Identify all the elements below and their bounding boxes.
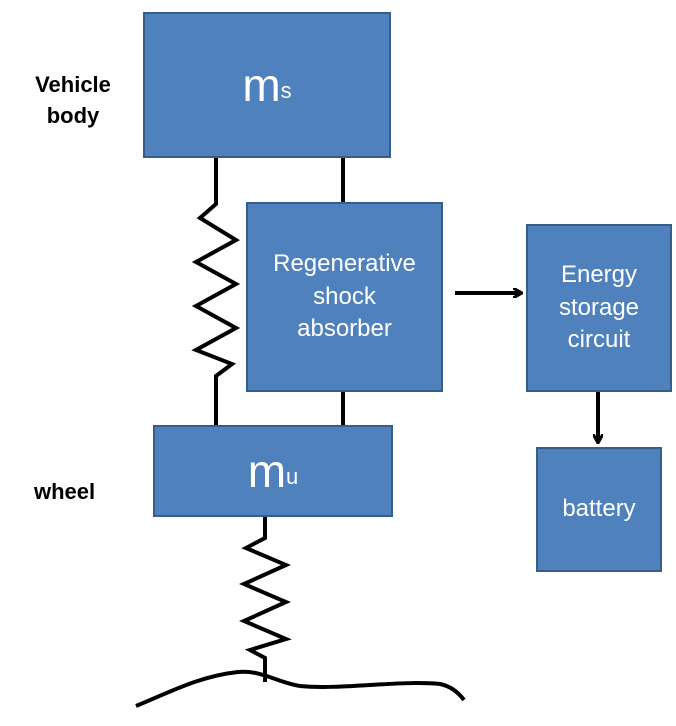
vehicle-body-label-line1: Vehicle bbox=[35, 72, 111, 97]
suspension-spring bbox=[191, 157, 241, 426]
energy-storage-label: Energy storage circuit bbox=[558, 261, 640, 354]
energy-storage-circuit-block: Energy storage circuit bbox=[526, 224, 672, 392]
vehicle-body-label-line2: body bbox=[46, 102, 100, 128]
ground-line bbox=[135, 669, 466, 708]
wheel-label: wheel bbox=[34, 479, 96, 504]
regenerative-shock-absorber-block: Regenerative shock absorber bbox=[246, 202, 443, 392]
sprung-mass-symbol: m bbox=[242, 59, 281, 111]
tire-spring bbox=[239, 516, 292, 682]
battery-block: battery bbox=[536, 447, 662, 572]
unsprung-mass-subscript: u bbox=[286, 464, 299, 489]
vehicle-body-label: Vehicle body bbox=[20, 70, 126, 132]
unsprung-mass-symbol: m bbox=[247, 445, 287, 497]
sprung-mass-subscript: s bbox=[280, 78, 292, 103]
battery-label: battery bbox=[562, 495, 636, 523]
shock-absorber-label: Regenerative shock absorber bbox=[273, 250, 416, 343]
